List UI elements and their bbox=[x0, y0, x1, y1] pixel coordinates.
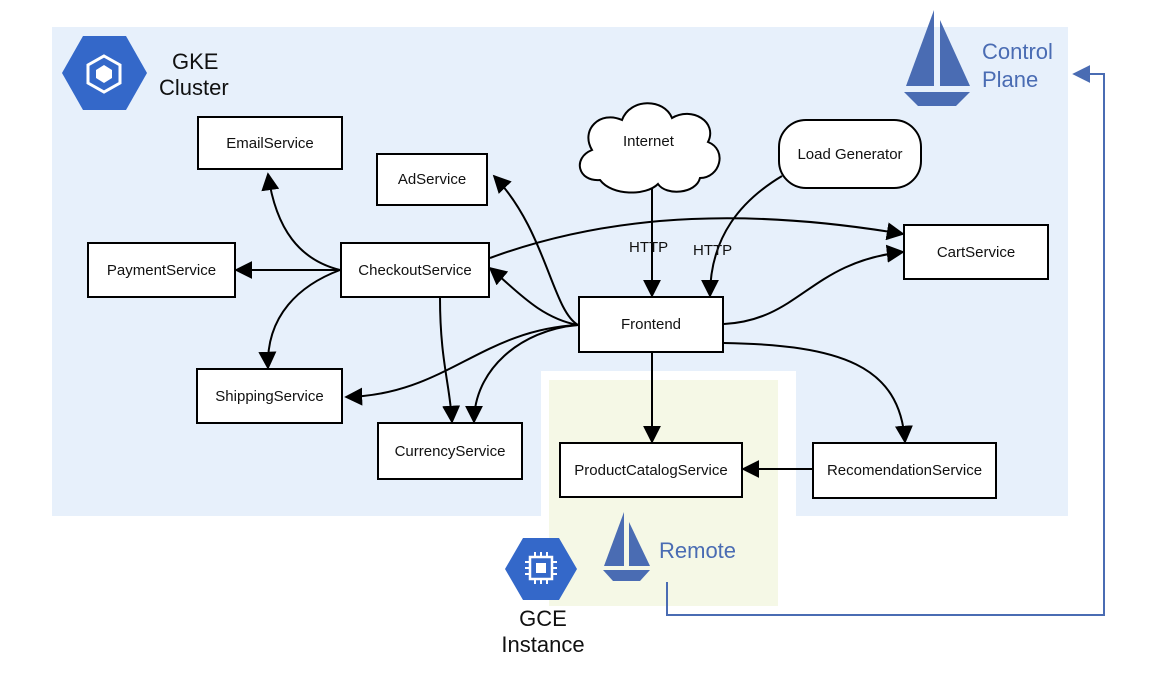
frontend-to-recommendation-edge bbox=[723, 342, 913, 444]
email-service-node: EmailService bbox=[197, 116, 343, 170]
frontend-node: Frontend bbox=[578, 296, 724, 353]
frontend-to-checkout-edge bbox=[488, 266, 579, 326]
ad-service-node: AdService bbox=[376, 153, 488, 206]
control-plane-line1: Control bbox=[982, 39, 1053, 64]
internet-label: Internet bbox=[623, 133, 674, 150]
product-catalog-service-node: ProductCatalogService bbox=[559, 442, 743, 498]
recommendation-service-node: RecomendationService bbox=[812, 442, 997, 499]
checkout-to-cart-edge bbox=[489, 217, 905, 259]
istio-sail-icon bbox=[603, 512, 650, 581]
checkout-to-email-edge bbox=[261, 172, 341, 271]
gke-label-line1: GKE bbox=[172, 49, 219, 74]
gke-cluster-label: GKE Cluster bbox=[159, 49, 229, 101]
checkout-service-node: CheckoutService bbox=[340, 242, 490, 298]
internet-cloud bbox=[578, 102, 721, 194]
frontend-to-currency-edge bbox=[465, 324, 579, 424]
loadgen-frontend-http-label: HTTP bbox=[693, 242, 733, 259]
shipping-service-node: ShippingService bbox=[196, 368, 343, 424]
cart-service-node: CartService bbox=[903, 224, 1049, 280]
internet-frontend-http-label: HTTP bbox=[629, 239, 669, 256]
gce-label-line2: Instance bbox=[501, 632, 585, 657]
payment-service-node: PaymentService bbox=[87, 242, 236, 298]
istio-sail-icon bbox=[904, 10, 970, 106]
frontend-to-cart-edge bbox=[723, 244, 905, 325]
gce-label-line1: GCE bbox=[519, 606, 567, 631]
frontend-to-shipping-edge bbox=[344, 324, 579, 406]
gce-hexagon-chip-icon bbox=[505, 538, 577, 600]
gce-instance-label: GCE Instance bbox=[497, 606, 589, 658]
load-generator-node: Load Generator bbox=[778, 119, 922, 189]
gke-hexagon-icon bbox=[62, 36, 147, 110]
checkout-to-currency-edge bbox=[439, 297, 461, 424]
gke-label-line2: Cluster bbox=[159, 75, 229, 100]
frontend-to-ad-edge bbox=[492, 174, 579, 326]
control-plane-label: Control Plane bbox=[982, 38, 1053, 94]
checkout-to-shipping-edge bbox=[258, 269, 341, 370]
remote-to-control-plane-edge bbox=[666, 65, 1105, 616]
loadgen-to-frontend-edge bbox=[701, 175, 783, 298]
remote-label: Remote bbox=[659, 538, 737, 563]
control-plane-line2: Plane bbox=[982, 67, 1039, 92]
currency-service-node: CurrencyService bbox=[377, 422, 523, 480]
